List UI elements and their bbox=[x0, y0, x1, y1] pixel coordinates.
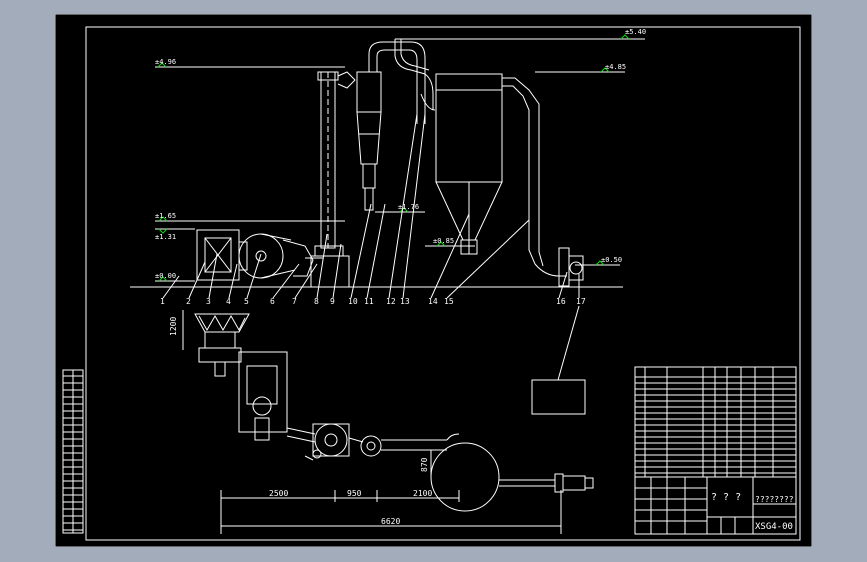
part-number-14: 14 bbox=[428, 297, 438, 306]
elevation-496: ±4.96 bbox=[155, 58, 176, 66]
drawing-number: XSG4-00 bbox=[755, 522, 793, 532]
bag-collector bbox=[435, 73, 544, 267]
dimension-1200: 1200 bbox=[169, 317, 178, 336]
elevation-131: ±1.31 bbox=[155, 233, 176, 241]
elevation-165: ±1.65 bbox=[155, 212, 176, 220]
part-number-12: 12 bbox=[386, 297, 396, 306]
dimension-2100: 2100 bbox=[413, 489, 432, 498]
dimension-950: 950 bbox=[347, 489, 362, 498]
inner-frame bbox=[85, 26, 801, 541]
elevation-176: ±1.76 bbox=[398, 203, 419, 211]
parts-list-table bbox=[634, 366, 797, 478]
drying-tube bbox=[310, 71, 356, 288]
part-number-2: 2 bbox=[186, 297, 191, 306]
title-name: ???????? bbox=[755, 495, 794, 504]
elevation-485: ±4.85 bbox=[605, 63, 626, 71]
drawing-sheet: ±4.96 ±1.65 ±1.31 ±0.00 ±5.40 ±4.85 ±1.7… bbox=[55, 14, 812, 547]
part-number-7: 7 bbox=[292, 297, 297, 306]
cyclone-separator bbox=[356, 41, 426, 211]
title-block bbox=[634, 476, 797, 535]
connecting-pipe bbox=[394, 39, 436, 111]
revision-strip bbox=[62, 369, 84, 534]
part-number-4: 4 bbox=[226, 297, 231, 306]
part-number-10: 10 bbox=[348, 297, 358, 306]
part-number-17: 17 bbox=[576, 297, 586, 306]
drawing-canvas: ±4.96 ±1.65 ±1.31 ±0.00 ±5.40 ±4.85 ±1.7… bbox=[55, 14, 812, 547]
exhaust-fan bbox=[534, 247, 584, 287]
dimension-870: 870 bbox=[420, 457, 429, 472]
part-number-16: 16 bbox=[556, 297, 566, 306]
part-number-13: 13 bbox=[400, 297, 410, 306]
part-number-5: 5 bbox=[244, 297, 249, 306]
part-number-9: 9 bbox=[330, 297, 335, 306]
elevation-markers bbox=[157, 34, 630, 282]
elevation-085: ±0.85 bbox=[433, 237, 454, 245]
title-question: ? ? ? bbox=[711, 492, 741, 503]
elevation-050: ±0.50 bbox=[601, 256, 622, 264]
dimension-lines bbox=[220, 450, 562, 534]
part-number-6: 6 bbox=[270, 297, 275, 306]
part-number-1: 1 bbox=[160, 297, 165, 306]
feeder-unit bbox=[196, 229, 323, 281]
part-number-8: 8 bbox=[314, 297, 319, 306]
leader-lines bbox=[162, 113, 580, 299]
elevation-540: ±5.40 bbox=[625, 28, 646, 36]
dimension-2500: 2500 bbox=[269, 489, 288, 498]
part-number-3: 3 bbox=[206, 297, 211, 306]
part-number-11: 11 bbox=[364, 297, 374, 306]
elevation-000: ±0.00 bbox=[155, 272, 176, 280]
dimension-6620: 6620 bbox=[381, 517, 400, 526]
part-number-15: 15 bbox=[444, 297, 454, 306]
